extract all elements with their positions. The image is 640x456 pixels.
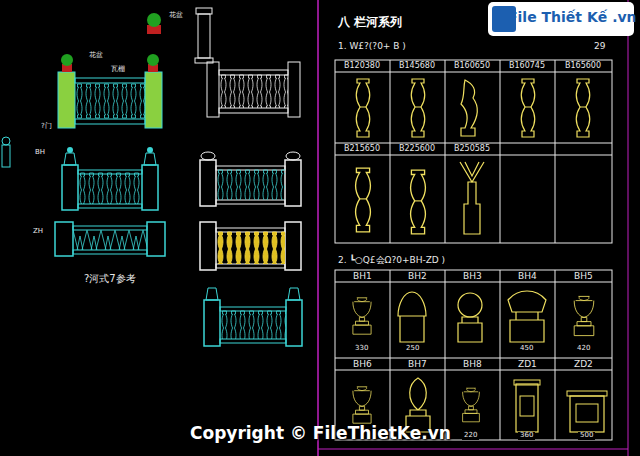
part-name: 花盆 bbox=[89, 52, 103, 60]
logo-text: File Thiết Kế .vn bbox=[508, 10, 637, 25]
table-cell: BH6 bbox=[353, 360, 372, 370]
table-cell: B120380 bbox=[344, 62, 380, 71]
dimension: 360 bbox=[518, 432, 535, 440]
table-cell: B225600 bbox=[399, 145, 435, 154]
table-cell: BH5 bbox=[574, 272, 593, 282]
part-name: BH bbox=[35, 149, 45, 157]
table-cell: B160745 bbox=[509, 62, 545, 71]
table-cell: BH3 bbox=[463, 272, 482, 282]
part-name: 花盆 bbox=[169, 12, 183, 20]
table-cell: BH7 bbox=[408, 360, 427, 370]
table-cell: BH2 bbox=[408, 272, 427, 282]
table-cell: B215650 bbox=[344, 145, 380, 154]
table-cell: ZD2 bbox=[574, 360, 593, 370]
part-name: 瓦棚 bbox=[111, 66, 125, 74]
watermark: Copyright © FileThietKe.vn bbox=[190, 424, 451, 443]
dimension: 420 bbox=[575, 345, 592, 353]
table-cell: B160650 bbox=[454, 62, 490, 71]
table-cell: BH8 bbox=[463, 360, 482, 370]
dimension: 500 bbox=[578, 432, 595, 440]
table-cell: BH4 bbox=[518, 272, 537, 282]
dimension: 220 bbox=[462, 432, 479, 440]
table-cell: BH1 bbox=[353, 272, 372, 282]
dimension: 450 bbox=[518, 345, 535, 353]
section-heading: 2. ┗○Q£会Ω?0+BH-ZD ) bbox=[338, 256, 445, 266]
dimension: 250 bbox=[404, 345, 421, 353]
table-cell: B250585 bbox=[454, 145, 490, 154]
table-cell: ZD1 bbox=[518, 360, 537, 370]
drawing-caption: ?河式7参考 bbox=[84, 273, 136, 284]
page-number: 29 bbox=[594, 42, 605, 52]
sheet-title: 八 栏河系列 bbox=[338, 16, 402, 29]
dimension: 330 bbox=[353, 345, 370, 353]
table-cell: B165600 bbox=[565, 62, 601, 71]
section-heading: 1. W£?(?0+ B ) bbox=[338, 42, 406, 52]
table-cell: B145680 bbox=[399, 62, 435, 71]
part-name: ZH bbox=[33, 228, 43, 236]
part-name: ?门 bbox=[41, 123, 52, 131]
